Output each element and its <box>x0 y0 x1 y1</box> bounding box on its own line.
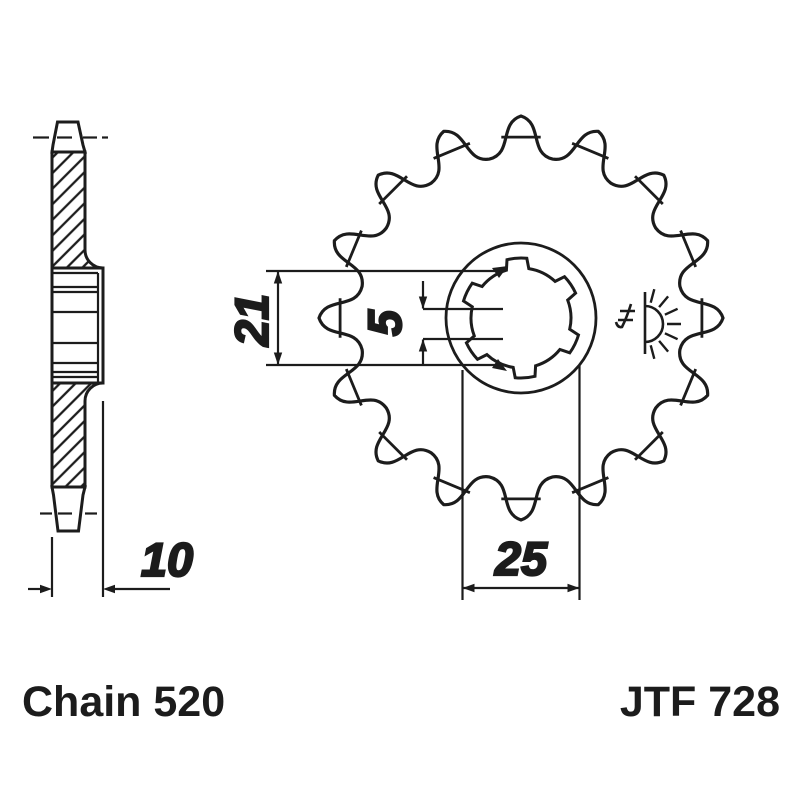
dimension-21: 21 <box>224 266 508 371</box>
dimension-5: 5 <box>357 281 503 364</box>
leader-arrowhead <box>492 266 508 278</box>
jt-rising-sun-icon <box>644 304 665 344</box>
side-plate-upper <box>50 150 104 270</box>
part-number-label: JTF 728 <box>620 678 780 726</box>
arrowhead <box>462 583 475 593</box>
sprocket-teeth-outline <box>317 114 725 522</box>
chain-size-label: Chain 520 <box>22 678 225 726</box>
dimension-25: 25 <box>461 366 581 600</box>
arrowhead <box>40 584 52 594</box>
dim-10-value: 10 <box>141 533 193 586</box>
arrowhead <box>567 583 580 593</box>
side-hub <box>50 266 105 385</box>
sun-rays-icon <box>649 288 681 360</box>
arrowhead <box>103 584 115 594</box>
jt-logo <box>614 288 681 360</box>
leader-arrowhead <box>492 359 507 371</box>
spline-bore-outline <box>461 256 581 380</box>
arrowhead <box>273 352 283 365</box>
hub-circle <box>444 241 598 395</box>
dim-21-value: 21 <box>225 294 278 347</box>
side-view <box>33 120 108 533</box>
arrowhead <box>418 339 428 352</box>
arrowhead <box>418 296 428 309</box>
tooth-chamfer-lines <box>338 135 704 501</box>
side-plate-lower <box>50 381 104 489</box>
side-tooth-bottom <box>50 485 87 533</box>
hub-spline-lines <box>52 271 98 379</box>
dim-25-value: 25 <box>494 532 548 585</box>
dim-5-value: 5 <box>358 309 411 336</box>
dimension-10: 10 <box>28 401 194 597</box>
jt-monogram-icon <box>614 303 635 329</box>
arrowhead <box>273 271 283 284</box>
front-view <box>317 114 725 522</box>
